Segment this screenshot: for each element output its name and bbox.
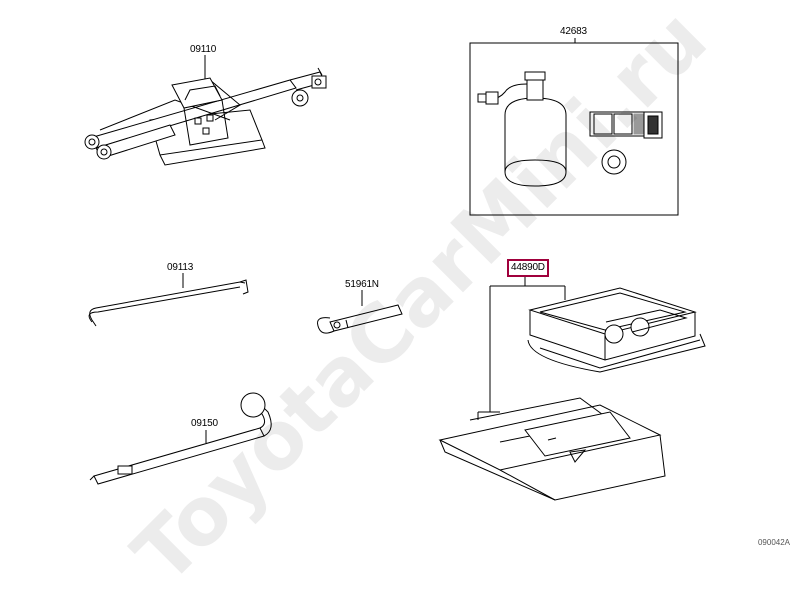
jack-drawing[interactable] <box>84 55 327 166</box>
part-label-wrench[interactable]: 09150 <box>191 418 218 429</box>
handle-rod-drawing[interactable] <box>88 273 249 327</box>
tool-bag-drawing[interactable] <box>438 276 706 501</box>
part-label-tool-bag[interactable]: 44890D <box>507 259 549 277</box>
part-label-hook[interactable]: 51961N <box>345 279 379 290</box>
parts-diagram <box>84 38 706 501</box>
hook-drawing[interactable] <box>317 290 403 334</box>
wrench-drawing[interactable] <box>89 392 272 485</box>
figure-reference: 090042A <box>757 538 790 547</box>
part-label-jack[interactable]: 09110 <box>190 44 217 55</box>
repair-kit-drawing[interactable] <box>469 38 679 216</box>
part-label-repair-kit[interactable]: 42683 <box>560 26 587 37</box>
part-label-handle-rod[interactable]: 09113 <box>167 262 194 273</box>
